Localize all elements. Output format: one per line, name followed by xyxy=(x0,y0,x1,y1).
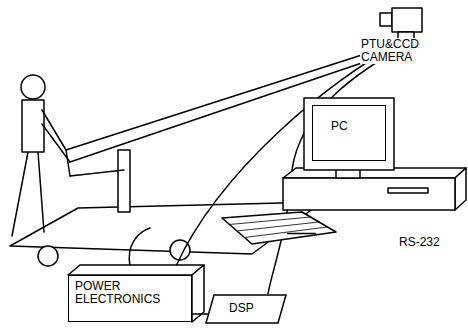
keyboard xyxy=(222,212,336,244)
post xyxy=(118,150,130,212)
node-label: DSP xyxy=(229,302,281,315)
leg xyxy=(12,152,28,236)
monitor-frame xyxy=(304,98,394,170)
node-label: POWER ELECTRONICS xyxy=(75,280,185,306)
cable xyxy=(268,44,408,294)
key-row xyxy=(230,217,311,225)
cable xyxy=(129,228,150,266)
head xyxy=(21,75,45,99)
dsp-board: DSP xyxy=(205,294,287,324)
node-label: PC xyxy=(331,120,379,133)
box-top xyxy=(68,265,204,275)
torso xyxy=(22,100,44,152)
drive-slot xyxy=(388,188,428,193)
cable-connector xyxy=(287,233,316,235)
case-side xyxy=(455,168,466,210)
cable-connector xyxy=(192,313,209,315)
camera-body xyxy=(392,8,422,32)
key-row xyxy=(245,227,328,238)
leg xyxy=(38,152,44,232)
monitor-screen: PC xyxy=(312,105,386,161)
linkage xyxy=(66,150,70,176)
case-front xyxy=(283,178,455,210)
cable xyxy=(176,44,398,266)
arm xyxy=(42,124,70,162)
component-label: PTU&CCD CAMERA xyxy=(360,38,428,64)
beam xyxy=(70,50,400,162)
wheel xyxy=(38,246,58,266)
camera-lens xyxy=(380,13,392,26)
linkage xyxy=(70,170,124,176)
power-electronics-box: POWER ELECTRONICS xyxy=(68,275,192,322)
signal-label: RS-232 xyxy=(398,236,441,249)
dsp-outline xyxy=(206,295,286,323)
